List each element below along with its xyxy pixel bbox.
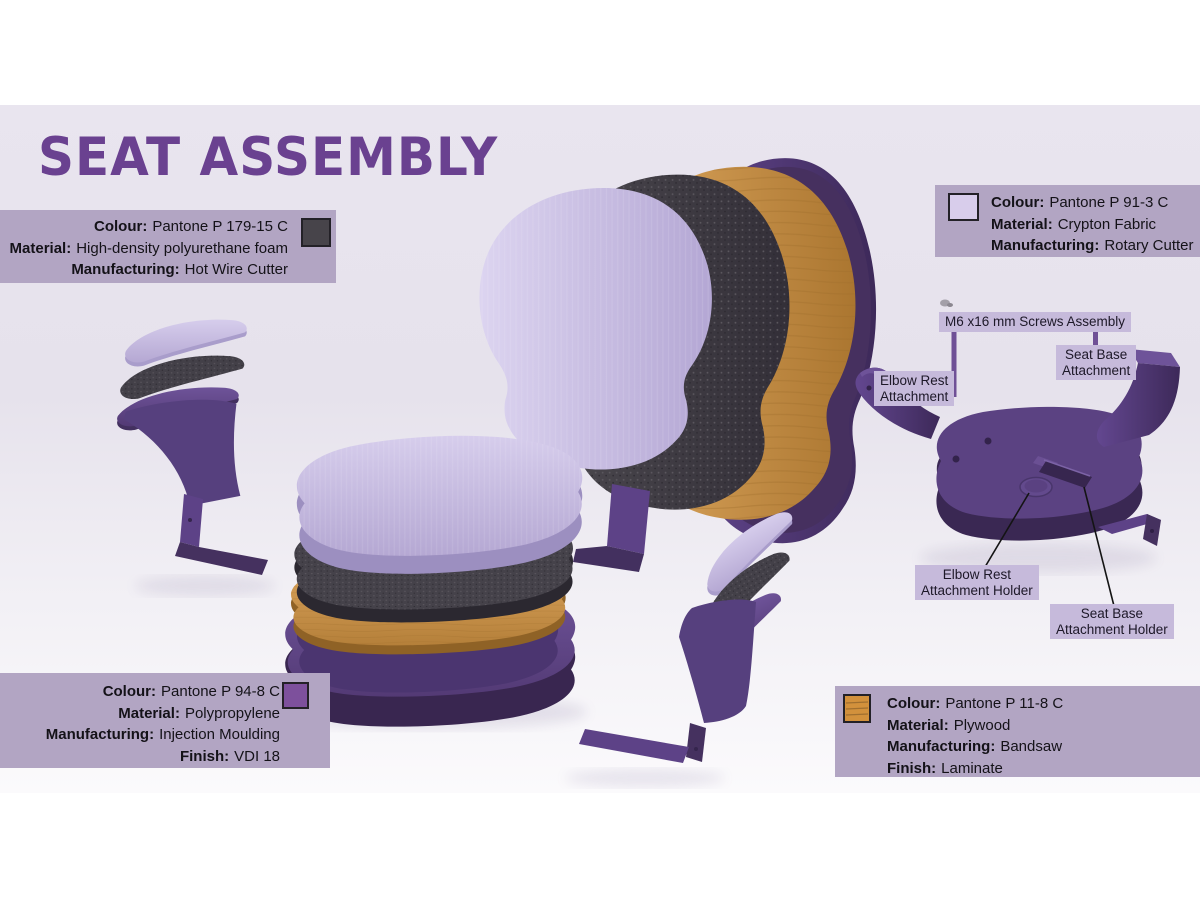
manufacturing-value: Hot Wire Cutter — [184, 261, 288, 278]
fabric-material-row: Material:Crypton Fabric — [991, 214, 1194, 236]
seat-base-holder-slot — [1033, 456, 1092, 488]
finish-value: Laminate — [941, 759, 1003, 777]
info-box-shell: Colour:Pantone P 94-8 C Material:Polypro… — [0, 673, 330, 768]
colour-label: Colour: — [102, 683, 157, 700]
manufacturing-label: Manufacturing: — [71, 261, 180, 278]
fabric-manufacturing-row: Manufacturing:Rotary Cutter — [991, 235, 1194, 257]
material-label: Material: — [9, 239, 72, 257]
finish-label: Finish: — [887, 759, 937, 777]
manufacturing-label: Manufacturing: — [45, 726, 155, 743]
foam-colour-row: Colour:Pantone P 179-15 C — [8, 216, 288, 238]
screw-hole-upper — [984, 437, 992, 445]
page-title: SEAT ASSEMBLY — [38, 126, 499, 188]
left-elbow-panel — [123, 399, 241, 506]
callout-line: Attachment — [880, 388, 949, 404]
colour-value: Pantone P 91-3 C — [1049, 194, 1169, 211]
leader-line-elbow-rest-holder — [984, 492, 1030, 568]
foam-manufacturing-row: Manufacturing:Hot Wire Cutter — [8, 259, 288, 281]
colour-label: Colour: — [887, 695, 941, 712]
material-value: High-density polyurethane foam — [76, 239, 288, 257]
callout-line: Attachment — [1062, 362, 1131, 378]
plywood-manufacturing-row: Manufacturing:Bandsaw — [887, 736, 1194, 758]
shell-finish-row: Finish:VDI 18 — [8, 746, 280, 768]
small-attachment-bracket — [1098, 514, 1161, 546]
cushion-fabric-texture — [296, 435, 583, 556]
info-box-fabric: Colour:Pantone P 91-3 C Material:Crypton… — [935, 185, 1200, 257]
centre-attachment-bracket — [573, 484, 650, 572]
callout-line: Seat Base — [1065, 347, 1128, 362]
callout-elbow-rest-attachment: Elbow Rest Attachment — [874, 371, 955, 406]
info-box-plywood: Colour:Pantone P 11-8 C Material:Plywood… — [835, 686, 1200, 777]
colour-label: Colour: — [991, 194, 1045, 211]
connector-bar-elbow-rest — [951, 313, 957, 397]
shell-material-row: Material:Polypropylene — [8, 703, 280, 725]
fabric-color-swatch-icon — [948, 193, 979, 221]
material-label: Material: — [991, 215, 1053, 233]
manufacturing-value: Injection Moulding — [159, 726, 280, 743]
m6-screw — [940, 299, 953, 307]
finish-label: Finish: — [179, 747, 230, 765]
foam-material-row: Material:High-density polyurethane foam — [8, 238, 288, 260]
material-value: Crypton Fabric — [1057, 215, 1157, 233]
plywood-colour-row: Colour:Pantone P 11-8 C — [887, 693, 1194, 715]
leader-line-seat-base-holder — [1083, 486, 1115, 607]
right-elbow-panel — [679, 599, 756, 723]
seat-base-attachment-bracket — [1096, 349, 1180, 447]
left-elbow-fabric-pad — [125, 319, 247, 363]
callout-line: Attachment Holder — [1056, 621, 1168, 637]
screw-hole-left — [952, 455, 960, 463]
material-value: Plywood — [953, 716, 1011, 734]
shell-manufacturing-row: Manufacturing:Injection Moulding — [8, 724, 280, 746]
callout-line: Elbow Rest — [880, 373, 949, 388]
callout-line: Elbow Rest — [942, 567, 1012, 582]
finish-value: VDI 18 — [234, 747, 280, 765]
info-box-foam: Colour:Pantone P 179-15 C Material:High-… — [0, 210, 336, 283]
callout-screws-assembly-text: M6 x16 mm Screws Assembly — [945, 314, 1126, 329]
colour-value: Pantone P 179-15 C — [152, 218, 288, 235]
callout-line: Attachment Holder — [921, 582, 1033, 598]
callout-screws-assembly: M6 x16 mm Screws Assembly — [939, 312, 1132, 332]
seat-base-plate — [936, 406, 1143, 541]
manufacturing-label: Manufacturing: — [991, 237, 1100, 254]
plywood-material-row: Material:Plywood — [887, 715, 1194, 737]
right-elbow-l-bracket — [579, 723, 706, 763]
elbow-rest-holder-boss-top — [1024, 479, 1048, 493]
callout-elbow-rest-attachment-holder: Elbow Rest Attachment Holder — [915, 565, 1039, 600]
colour-value: Pantone P 11-8 C — [945, 695, 1064, 712]
material-label: Material: — [118, 704, 180, 722]
right-elbow-rest-exploded-stack — [579, 507, 808, 763]
plywood-finish-row: Finish:Laminate — [887, 758, 1194, 780]
plywood-color-swatch-icon — [843, 694, 871, 723]
material-value: Polypropylene — [184, 704, 280, 722]
callout-line: Seat Base — [1080, 606, 1144, 621]
colour-label: Colour: — [94, 218, 148, 235]
seat-base-assembly-group — [855, 299, 1180, 546]
colour-value: Pantone P 94-8 C — [161, 683, 280, 700]
callout-seat-base-attachment: Seat Base Attachment — [1056, 345, 1137, 380]
seat-back-fabric-texture — [479, 188, 712, 470]
manufacturing-value: Bandsaw — [1000, 738, 1063, 755]
callout-seat-base-attachment-holder: Seat Base Attachment Holder — [1050, 604, 1174, 639]
fabric-colour-row: Colour:Pantone P 91-3 C — [991, 192, 1194, 214]
manufacturing-value: Rotary Cutter — [1104, 237, 1194, 254]
shell-color-swatch-icon — [282, 682, 309, 709]
manufacturing-label: Manufacturing: — [887, 738, 996, 755]
material-label: Material: — [887, 716, 949, 734]
left-elbow-l-bracket — [175, 494, 268, 575]
left-elbow-rest-exploded-stack — [117, 319, 268, 575]
shell-colour-row: Colour:Pantone P 94-8 C — [8, 681, 280, 703]
foam-color-swatch-icon — [301, 218, 331, 247]
